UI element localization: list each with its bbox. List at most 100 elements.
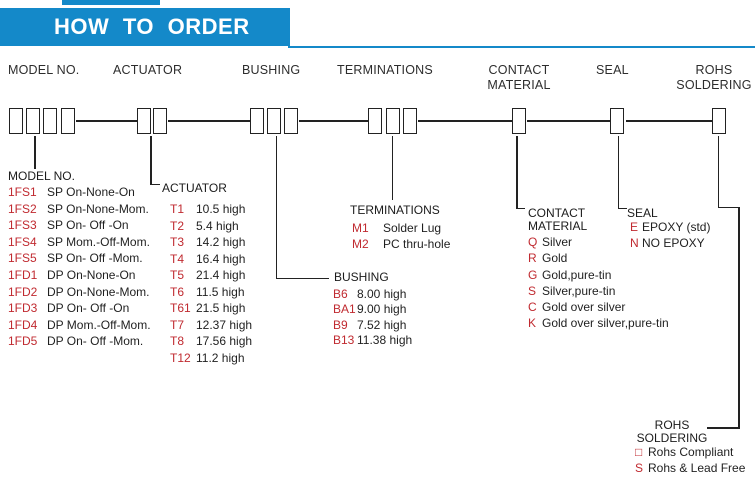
list-item: T6 11.5 high [170,284,252,301]
legend-title-rohs-soldering: ROHS SOLDERING [627,419,717,444]
option-desc: 14.2 high [196,235,246,249]
option-desc: Gold over silver [542,300,626,315]
code-box-bushing-1 [250,108,264,134]
option-code: 1FD5 [8,334,38,349]
option-desc: 8.00 high [357,287,407,301]
option-code: M1 [352,221,369,235]
leader-bushing-h [275,277,329,280]
option-code: G [528,267,538,282]
option-desc: Gold [542,251,568,266]
option-desc: 9.00 high [357,302,407,317]
list-item: 1FD5 DP On- Off -Mom. [8,333,151,350]
chain-line-6 [626,120,712,122]
list-item: R Gold [528,250,669,266]
code-box-bushing-3 [284,108,298,134]
option-code: T4 [170,251,185,266]
leader-rohs-h2 [707,427,740,429]
chain-line-4 [418,120,512,122]
option-code: T7 [170,317,185,332]
option-code: 1FD3 [8,301,38,316]
option-code: M2 [352,237,369,251]
option-desc: Gold,pure-tin [542,267,612,282]
chain-line-5 [527,120,610,122]
list-item: T5 21.4 high [170,267,252,284]
leader-seal-v [617,136,620,209]
option-code: 1FD2 [8,284,38,299]
option-desc: 10.5 high [196,202,246,216]
column-header-actuator: ACTUATOR [113,63,183,77]
option-desc: DP On- Off -Mom. [47,334,144,349]
option-code: 1FS5 [8,251,37,266]
legend-title-terminations: TERMINATIONS [350,203,440,217]
section-banner: HOW TO ORDER [0,8,290,46]
column-header-contact-line2: MATERIAL [487,77,551,92]
option-code: BA1 [333,302,356,317]
list-item: T61 21.5 high [170,300,252,317]
code-box-actuator-2 [153,108,167,134]
option-code: S [635,460,644,475]
column-header-rohs-line2: SOLDERING [676,77,752,92]
code-box-model-4 [61,108,75,134]
code-box-terminations-2 [386,108,400,134]
code-box-model-2 [26,108,40,134]
option-desc: 21.4 high [196,268,246,282]
option-code: 1FS1 [8,185,37,199]
option-desc: DP Mom.-Off-Mom. [47,317,151,332]
option-code: T5 [170,268,185,282]
leader-terminations [391,136,394,200]
leader-actuator-h [150,183,160,186]
code-box-contact [512,108,526,134]
leader-rohs-h1 [717,206,740,209]
leader-model [34,136,36,169]
leader-actuator-v [150,136,152,185]
list-item: G Gold,pure-tin [528,267,669,283]
option-desc: 21.5 high [196,301,246,315]
option-desc: Silver [542,235,573,249]
option-desc: SP Mom.-Off-Mom. [47,234,150,249]
column-header-rohs-soldering: ROHS SOLDERING [676,63,752,92]
option-desc: SP On-None-On [47,185,135,199]
option-desc: Rohs & Lead Free [648,460,746,475]
leader-contact-h [516,207,525,210]
option-code: T6 [170,284,185,299]
banner-rule [288,46,755,48]
code-box-model-1 [9,108,23,134]
option-desc: DP On- Off -On [47,301,130,316]
leader-rohs-v1 [717,136,720,208]
legend-title-model-no: MODEL NO. [8,169,75,183]
legend-title-actuator: ACTUATOR [162,181,227,195]
option-desc: Silver,pure-tin [542,283,616,298]
option-code: T8 [170,334,185,348]
option-desc: NO EPOXY [642,235,705,250]
option-desc: DP On-None-Mom. [47,284,150,299]
option-code: K [528,316,537,331]
leader-bushing-v [275,136,278,279]
option-code: T2 [170,218,185,233]
chain-line-3 [299,120,368,122]
list-item: 1FS1 SP On-None-On [8,184,151,201]
list-item: 1FD2 DP On-None-Mom. [8,284,151,301]
option-code: T61 [170,301,191,315]
option-desc: 11.5 high [196,284,245,299]
option-code: R [528,251,537,266]
leader-contact-v [516,136,518,209]
option-code: T3 [170,235,185,249]
page-title: HOW TO ORDER [54,14,250,39]
option-code: 1FS4 [8,234,37,249]
chain-line-2 [168,120,250,122]
code-box-terminations-1 [368,108,382,134]
